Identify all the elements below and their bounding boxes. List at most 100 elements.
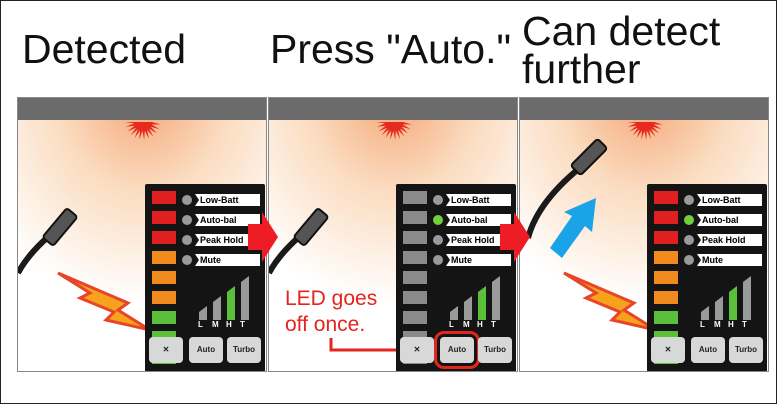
mute-button[interactable]: ✕ bbox=[400, 337, 434, 363]
heading-press-auto: Press "Auto." bbox=[270, 26, 512, 72]
led-segment bbox=[152, 271, 176, 284]
signal-bar bbox=[464, 296, 472, 320]
arrow-shape bbox=[500, 212, 530, 262]
heading-further: further bbox=[522, 46, 641, 92]
scale-label: H bbox=[477, 320, 483, 329]
indicator-label: Mute bbox=[446, 254, 511, 266]
indicator-lamp bbox=[433, 215, 443, 225]
ceiling-surface bbox=[520, 98, 768, 120]
scale-label: M bbox=[714, 320, 721, 329]
indicator-label: Auto-bal bbox=[446, 214, 511, 226]
heat-burst-icon bbox=[376, 122, 412, 140]
mute-button[interactable]: ✕ bbox=[651, 337, 685, 363]
indicator-label: Mute bbox=[697, 254, 762, 266]
led-segment bbox=[403, 191, 427, 204]
scale-label: L bbox=[700, 320, 705, 329]
indicator-lamp bbox=[684, 195, 694, 205]
probe-head-icon bbox=[570, 138, 608, 176]
probe-head-icon bbox=[293, 208, 329, 246]
next-step-arrow-1 bbox=[248, 212, 278, 262]
indicator-lamp bbox=[182, 235, 192, 245]
indicator-lamp bbox=[433, 195, 443, 205]
led-segment bbox=[403, 311, 427, 324]
scale-label: M bbox=[463, 320, 470, 329]
heat-burst-icon bbox=[627, 122, 663, 140]
indicator-label: Peak Hold bbox=[697, 234, 762, 246]
callout-text: LED goes off once. bbox=[285, 286, 377, 338]
indicator-lamp bbox=[684, 215, 694, 225]
next-step-arrow-2 bbox=[500, 212, 530, 262]
signal-strength-icon bbox=[701, 276, 751, 320]
signal-bar bbox=[478, 286, 486, 320]
led-segment bbox=[403, 231, 427, 244]
signal-bar bbox=[492, 276, 500, 320]
led-segment bbox=[654, 231, 678, 244]
scale-label: T bbox=[742, 320, 747, 329]
scale-label: L bbox=[198, 320, 203, 329]
indicator-label: Mute bbox=[195, 254, 260, 266]
arrow-shape bbox=[248, 212, 278, 262]
signal-bar bbox=[199, 306, 207, 320]
led-segment bbox=[152, 191, 176, 204]
indicator-label: Low-Batt bbox=[446, 194, 511, 206]
signal-bar bbox=[701, 306, 709, 320]
scale-label: T bbox=[240, 320, 245, 329]
ceiling-surface bbox=[269, 98, 517, 120]
led-segment bbox=[403, 251, 427, 264]
led-segment bbox=[654, 191, 678, 204]
indicator-label: Peak Hold bbox=[446, 234, 511, 246]
scale-label: T bbox=[491, 320, 496, 329]
indicator-lamp bbox=[684, 235, 694, 245]
lightning-bolt-icon bbox=[57, 271, 151, 332]
led-segment bbox=[152, 251, 176, 264]
turbo-button[interactable]: Turbo bbox=[227, 337, 261, 363]
indicator-label: Auto-bal bbox=[195, 214, 260, 226]
signal-bar bbox=[241, 276, 249, 320]
signal-bar bbox=[729, 286, 737, 320]
mute-button[interactable]: ✕ bbox=[149, 337, 183, 363]
indicator-lamp bbox=[684, 255, 694, 265]
indicator-lamp bbox=[433, 235, 443, 245]
led-segment bbox=[654, 291, 678, 304]
indicator-lamp bbox=[182, 215, 192, 225]
led-segment bbox=[152, 231, 176, 244]
turbo-button[interactable]: Turbo bbox=[729, 337, 763, 363]
lightning-bolt-icon bbox=[563, 271, 657, 332]
led-segment bbox=[403, 211, 427, 224]
indicator-label: Auto-bal bbox=[697, 214, 762, 226]
callout-line-1: LED goes bbox=[285, 287, 378, 310]
auto-button[interactable]: Auto bbox=[691, 337, 725, 363]
signal-bar bbox=[743, 276, 751, 320]
signal-bar bbox=[227, 286, 235, 320]
scale-label: L bbox=[449, 320, 454, 329]
heading-can-detect: Can detect bbox=[522, 8, 721, 54]
up-arrow-icon bbox=[550, 198, 596, 258]
scale-label: H bbox=[728, 320, 734, 329]
led-segment bbox=[152, 311, 176, 324]
turbo-button[interactable]: Turbo bbox=[478, 337, 512, 363]
signal-bar bbox=[715, 296, 723, 320]
signal-bar bbox=[213, 296, 221, 320]
heat-burst-icon bbox=[125, 122, 161, 140]
callout-line-2: off once. bbox=[285, 313, 366, 336]
led-segment bbox=[654, 311, 678, 324]
scale-label: M bbox=[212, 320, 219, 329]
auto-button[interactable]: Auto bbox=[189, 337, 223, 363]
indicator-label: Peak Hold bbox=[195, 234, 260, 246]
indicator-label: Low-Batt bbox=[195, 194, 260, 206]
heading-detected: Detected bbox=[22, 26, 187, 72]
auto-button[interactable]: Auto bbox=[434, 331, 480, 369]
led-segment bbox=[654, 271, 678, 284]
led-segment bbox=[403, 271, 427, 284]
ceiling-surface bbox=[18, 98, 266, 120]
scale-label: H bbox=[226, 320, 232, 329]
probe-head-icon bbox=[42, 208, 78, 246]
led-segment bbox=[654, 251, 678, 264]
signal-strength-icon bbox=[450, 276, 500, 320]
